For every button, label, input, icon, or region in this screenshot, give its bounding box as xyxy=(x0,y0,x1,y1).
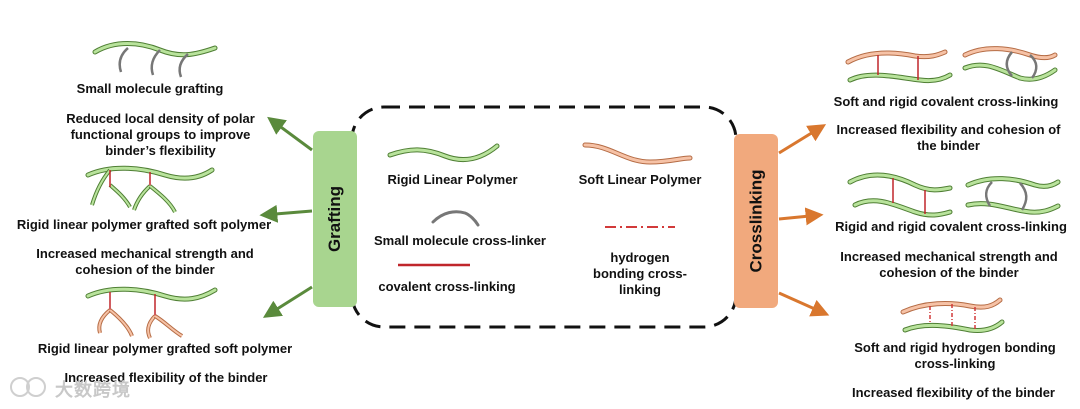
illus-soft-rigid-covalent xyxy=(845,46,1058,83)
crosslink-arrow-2 xyxy=(778,207,824,226)
right-item-1-desc: Increased flexibility and cohesion of th… xyxy=(836,122,1061,153)
left-item-2-title: Rigid linear polymer grafted soft polyme… xyxy=(16,217,272,232)
illus-rigid-grafted-soft-1 xyxy=(85,165,215,213)
graft-arrow-2 xyxy=(259,204,313,223)
graft-arrow-3 xyxy=(262,285,313,318)
center-legend-box xyxy=(350,105,738,329)
right-item-3-desc: Increased flexibility of the binder xyxy=(852,385,1055,400)
left-item-1-title: Small molecule grafting xyxy=(76,81,224,96)
crosslinking-tab: Crosslinking xyxy=(734,134,778,308)
crosslinking-tab-label: Crosslinking xyxy=(746,169,765,273)
legend-rigid-label: Rigid Linear Polymer xyxy=(387,172,518,187)
legend-rigid-swatch xyxy=(387,143,500,163)
legend-hbond-label: hydrogen bonding cross-linking xyxy=(593,250,687,297)
right-item-2-desc: Increased mechanical strength and cohesi… xyxy=(840,249,1058,280)
legend-soft-label: Soft Linear Polymer xyxy=(578,172,702,187)
left-item-3-title: Rigid linear polymer grafted soft polyme… xyxy=(37,341,293,356)
grafting-tab: Grafting xyxy=(313,131,357,307)
right-item-2-title: Rigid and rigid covalent cross-linking xyxy=(835,219,1067,234)
legend-small-linker-label: Small molecule cross-linker xyxy=(374,233,546,248)
illus-small-molecule-grafting xyxy=(92,41,218,78)
grafting-tab-bg xyxy=(313,131,357,307)
crosslinking-tab-bg xyxy=(734,134,778,308)
right-item-1-title: Soft and rigid covalent cross-linking xyxy=(833,94,1059,109)
illus-rigid-rigid-covalent xyxy=(847,172,1061,218)
grafting-tab-label: Grafting xyxy=(325,185,345,253)
legend-covalent-label: covalent cross-linking xyxy=(378,279,516,294)
legend-small-linker-swatch xyxy=(431,210,480,227)
illus-soft-rigid-hbond xyxy=(900,297,1005,333)
left-item-2-desc: Increased mechanical strength and cohesi… xyxy=(36,246,254,277)
crosslink-arrow-3 xyxy=(778,291,830,317)
graft-arrow-1 xyxy=(267,116,313,152)
watermark-logo-icon xyxy=(10,377,46,397)
legend-soft-swatch xyxy=(582,142,693,165)
watermark-text: 大数跨境 xyxy=(55,380,131,400)
left-item-1-desc: Reduced local density of polar functiona… xyxy=(66,111,255,158)
right-item-3-title: Soft and rigid hydrogen bonding cross-li… xyxy=(854,340,1056,371)
crosslink-arrow-1 xyxy=(778,124,827,155)
illus-rigid-grafted-soft-2 xyxy=(85,286,218,339)
left-item-3-desc: Increased flexibility of the binder xyxy=(64,370,268,385)
